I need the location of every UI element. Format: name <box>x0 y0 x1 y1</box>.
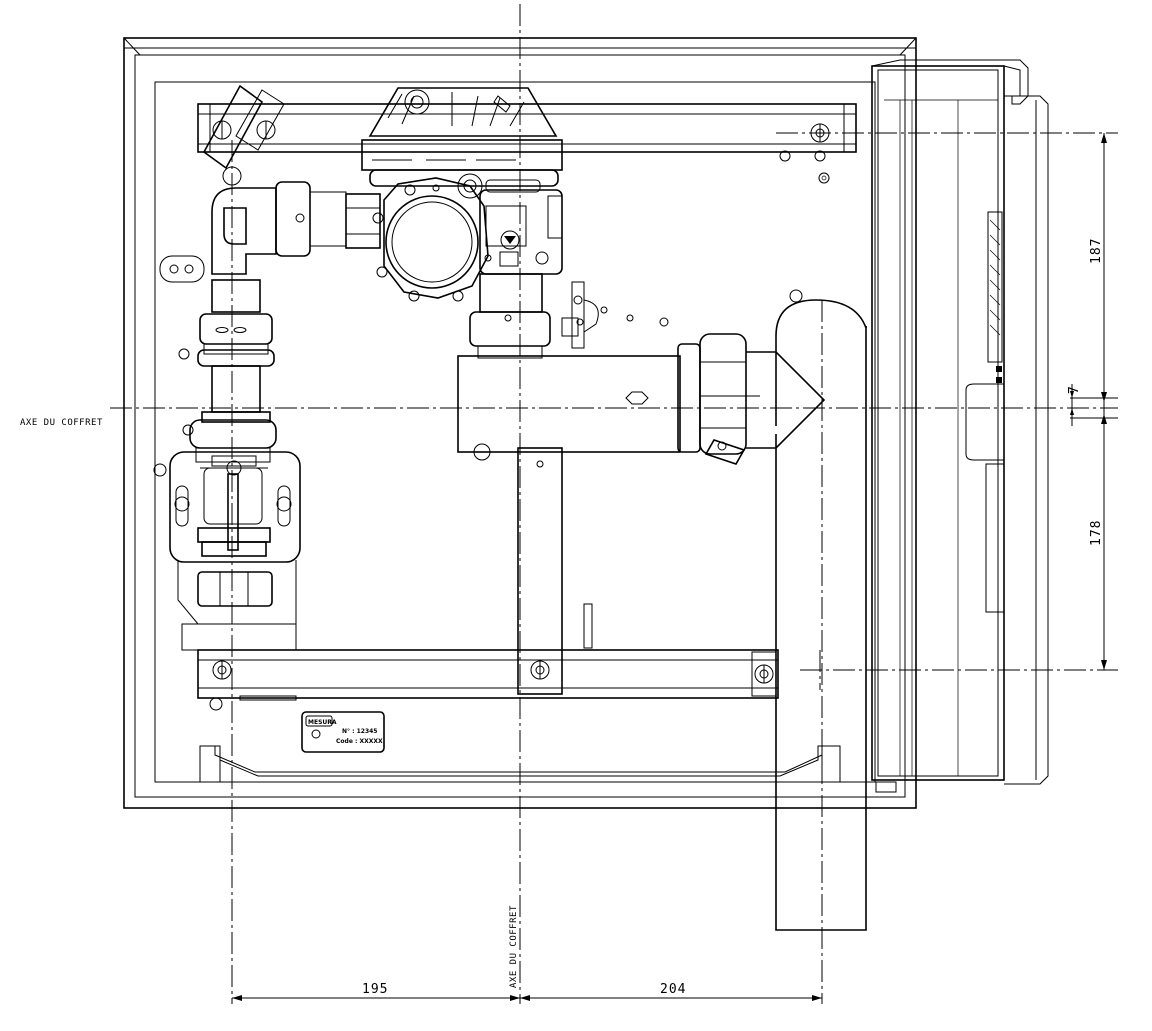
dimension-right-offset: 204 <box>660 982 686 997</box>
cabinet-door <box>871 59 1049 785</box>
center-axes <box>110 4 1118 1004</box>
nameplate-number: N° : 12345 <box>342 728 377 735</box>
nameplate-logo: MESURA <box>308 719 337 726</box>
vertical-support-strip <box>517 447 593 695</box>
dimension-lines <box>232 133 1118 1001</box>
horizontal-axis-label: AXE DU COFFRET <box>20 418 103 428</box>
left-wall-bracket <box>153 255 205 477</box>
dimension-top-offset: 187 <box>1089 238 1104 264</box>
top-mounting-rail <box>197 103 857 184</box>
bottom-mounting-rail <box>197 649 779 711</box>
dimension-small-offset: 7 <box>1067 385 1082 394</box>
nameplate-code: Code : XXXXX <box>336 738 383 745</box>
vertical-axis-label: AXE DU COFFRET <box>509 905 519 988</box>
dimension-left-offset: 195 <box>362 982 388 997</box>
dimension-bottom-offset: 178 <box>1089 520 1104 546</box>
gas-regulator <box>345 87 563 359</box>
pipe-manifold <box>457 281 867 931</box>
left-valve-assembly <box>169 84 347 651</box>
nameplate: MESURA N° : 12345 Code : XXXXX <box>301 711 385 753</box>
